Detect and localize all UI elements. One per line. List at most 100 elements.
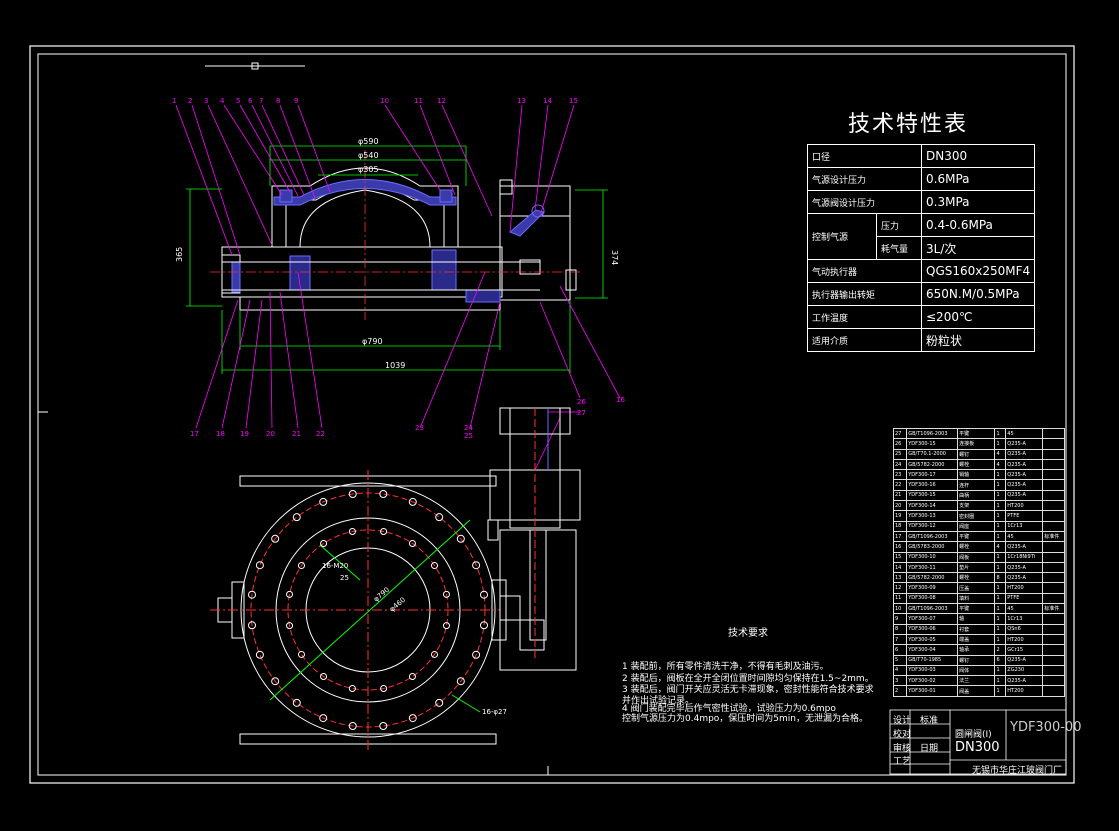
- bom-cell: YDF300-07: [907, 614, 958, 624]
- bom-cell: GB/T1096-2003: [907, 429, 958, 439]
- bom-cell: 5: [894, 655, 907, 665]
- svg-text:7: 7: [259, 97, 263, 105]
- svg-text:19: 19: [240, 430, 249, 438]
- bom-cell: 1: [995, 429, 1006, 439]
- bom-cell: [1043, 676, 1065, 686]
- bom-cell: 标准件: [1043, 604, 1065, 614]
- bom-cell: YDF300-04: [907, 645, 958, 655]
- bom-cell: 填料: [958, 593, 995, 603]
- bom-cell: 26: [894, 439, 907, 449]
- bom-cell: QSn6: [1006, 624, 1043, 634]
- bom-cell: 1: [995, 665, 1006, 675]
- bom-cell: 1: [995, 439, 1006, 449]
- bom-cell: 1: [995, 614, 1006, 624]
- bom-cell: YDF300-16: [907, 480, 958, 490]
- svg-text:2: 2: [188, 97, 192, 105]
- bom-cell: Q235-A: [1006, 449, 1043, 459]
- dim-540: φ540: [358, 151, 379, 160]
- actuator-view: [488, 408, 580, 670]
- bom-cell: YDF300-12: [907, 521, 958, 531]
- bom-cell: [1043, 480, 1065, 490]
- bom-cell: HT200: [1006, 686, 1043, 696]
- bom-cell: 1: [995, 490, 1006, 500]
- bom-cell: [1043, 634, 1065, 644]
- bom-cell: 阀体: [958, 665, 995, 675]
- bom-cell: 14: [894, 562, 907, 572]
- bom-cell: 螺栓: [958, 459, 995, 469]
- bom-cell: 标准件: [1043, 531, 1065, 541]
- bom-cell: [1043, 429, 1065, 439]
- bom-cell: 阀座: [958, 521, 995, 531]
- drawing-name: 圆闸阀(I): [955, 727, 992, 740]
- bom-cell: 1: [995, 470, 1006, 480]
- bom-cell: 1: [995, 552, 1006, 562]
- bom-cell: GB/5783-2000: [907, 542, 958, 552]
- bom-cell: [1043, 552, 1065, 562]
- bom-cell: HT200: [1006, 634, 1043, 644]
- bom-row: 9YDF300-07轴11Cr13: [894, 614, 1065, 624]
- bom-cell: 24: [894, 459, 907, 469]
- bom-cell: YDF300-08: [907, 593, 958, 603]
- bom-cell: [1043, 521, 1065, 531]
- tb-label-review: 审核: [893, 741, 911, 754]
- bom-cell: 10: [894, 604, 907, 614]
- bom-cell: Q235-A: [1006, 470, 1043, 480]
- bom-cell: [1043, 624, 1065, 634]
- bom-cell: 端盖: [958, 634, 995, 644]
- bom-cell: 12: [894, 583, 907, 593]
- bom-row: 22YDF300-16连杆1Q235-A: [894, 480, 1065, 490]
- bolt-hole: [256, 651, 263, 658]
- bom-cell: GB/5782-2000: [907, 573, 958, 583]
- bom-cell: 4: [995, 449, 1006, 459]
- svg-text:27: 27: [577, 409, 586, 417]
- bom-cell: 1: [995, 521, 1006, 531]
- bom-cell: YDF300-09: [907, 583, 958, 593]
- dim-1039: 1039: [385, 361, 405, 370]
- bom-cell: 1: [995, 686, 1006, 696]
- bom-cell: 9: [894, 614, 907, 624]
- bom-cell: 11: [894, 593, 907, 603]
- bom-cell: [1043, 655, 1065, 665]
- bom-cell: 螺栓: [958, 542, 995, 552]
- bom-cell: 6: [894, 645, 907, 655]
- plan-view: [210, 470, 506, 750]
- company-name: 无锡市华庄江玻阀门厂: [972, 763, 1062, 776]
- svg-text:20: 20: [266, 430, 275, 438]
- bom-cell: 4: [894, 665, 907, 675]
- bom-cell: 45: [1006, 429, 1043, 439]
- drawing-spec: DN300: [955, 740, 1000, 755]
- bom-cell: HT200: [1006, 501, 1043, 511]
- bom-cell: 支架: [958, 501, 995, 511]
- svg-text:18: 18: [216, 430, 225, 438]
- bolt-hole: [293, 699, 300, 706]
- svg-text:12: 12: [437, 97, 446, 105]
- svg-text:φ460: φ460: [388, 596, 407, 614]
- bom-cell: 19: [894, 511, 907, 521]
- svg-text:4: 4: [220, 97, 225, 105]
- bom-cell: 1Cr13: [1006, 521, 1043, 531]
- bom-cell: 45: [1006, 604, 1043, 614]
- bom-cell: YDF300-01: [907, 686, 958, 696]
- bom-cell: [1043, 542, 1065, 552]
- bom-cell: YDF300-15: [907, 490, 958, 500]
- bom-cell: Q235-A: [1006, 459, 1043, 469]
- bom-cell: YDF300-05: [907, 634, 958, 644]
- bom-cell: 22: [894, 480, 907, 490]
- bom-cell: 6: [995, 655, 1006, 665]
- bom-cell: GCr15: [1006, 645, 1043, 655]
- bom-cell: YDF300-03: [907, 665, 958, 675]
- bom-cell: 27: [894, 429, 907, 439]
- bom-cell: 23: [894, 470, 907, 480]
- bom-cell: Q235-A: [1006, 480, 1043, 490]
- bom-cell: 连接板: [958, 439, 995, 449]
- bom-cell: 1Cr18Ni9Ti: [1006, 552, 1043, 562]
- svg-text:11: 11: [414, 97, 423, 105]
- bom-cell: YDF300-17: [907, 470, 958, 480]
- bom-row: 3YDF300-02法兰1Q235-A: [894, 676, 1065, 686]
- bom-cell: 阀盖: [958, 686, 995, 696]
- spec-table: 口径DN300 气源设计压力0.6MPa 气源阀设计压力0.3MPa 控制气源压…: [807, 144, 1035, 352]
- bom-cell: 20: [894, 501, 907, 511]
- bom-row: 25GB/T70.1-2000螺钉4Q235-A: [894, 449, 1065, 459]
- bom-cell: 1: [995, 593, 1006, 603]
- bom-cell: Q235-A: [1006, 676, 1043, 686]
